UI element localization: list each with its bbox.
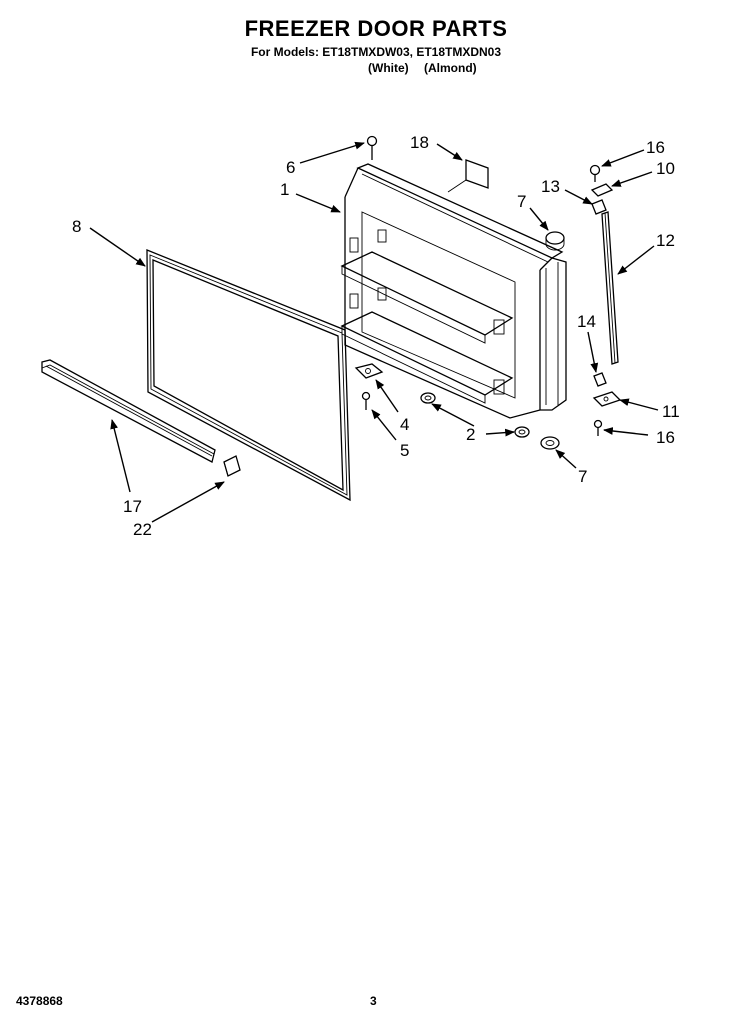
bottom-bushing xyxy=(540,436,560,450)
door-stop-2 xyxy=(514,426,530,438)
callout-labels: 6 1 18 7 16 10 13 12 8 14 11 16 4 5 2 7 … xyxy=(72,133,680,539)
handle-bottom-bracket xyxy=(592,391,622,407)
screw-top xyxy=(366,135,378,160)
door-label xyxy=(465,159,489,189)
callout-14: 14 xyxy=(577,312,596,331)
end-cap xyxy=(223,455,241,477)
callout-13: 13 xyxy=(541,177,560,196)
hinge-bracket xyxy=(354,363,384,379)
plug-button xyxy=(545,231,565,251)
trim-strip xyxy=(41,359,216,463)
callout-22: 22 xyxy=(133,520,152,539)
page-number: 3 xyxy=(370,994,377,1008)
callout-4: 4 xyxy=(400,415,409,434)
handle-top-cap xyxy=(590,183,614,197)
callout-5: 5 xyxy=(400,441,409,460)
callout-12: 12 xyxy=(656,231,675,250)
handle-top-bracket xyxy=(591,199,607,215)
callout-7-top: 7 xyxy=(517,192,526,211)
color-almond-label: (Almond) xyxy=(424,61,477,75)
callout-16-bottom: 16 xyxy=(656,428,675,447)
callout-7-bottom: 7 xyxy=(578,467,587,486)
callout-17: 17 xyxy=(123,497,142,516)
handle-spacer xyxy=(593,372,607,387)
callout-6: 6 xyxy=(286,158,295,177)
hinge-screw xyxy=(361,391,371,410)
leader-lines xyxy=(89,141,659,523)
page-title: FREEZER DOOR PARTS xyxy=(244,16,508,41)
color-white-label: (White) xyxy=(368,61,409,75)
callout-8: 8 xyxy=(72,217,81,236)
freezer-door-liner xyxy=(340,163,567,419)
handle-bottom-screw xyxy=(593,419,603,436)
door-stop-1 xyxy=(420,392,436,404)
models-line: For Models: ET18TMXDW03, ET18TMXDN03 xyxy=(250,45,502,59)
callout-10: 10 xyxy=(656,159,675,178)
callout-1: 1 xyxy=(280,180,289,199)
callout-2: 2 xyxy=(466,425,475,444)
door-handle xyxy=(601,211,619,365)
callout-18: 18 xyxy=(410,133,429,152)
door-gasket xyxy=(146,249,351,502)
callout-11: 11 xyxy=(662,402,680,421)
part-number: 4378868 xyxy=(16,994,63,1008)
color-labels: (White) (Almond) xyxy=(368,61,489,75)
callout-16-top: 16 xyxy=(646,138,665,157)
handle-top-screw xyxy=(589,164,601,182)
